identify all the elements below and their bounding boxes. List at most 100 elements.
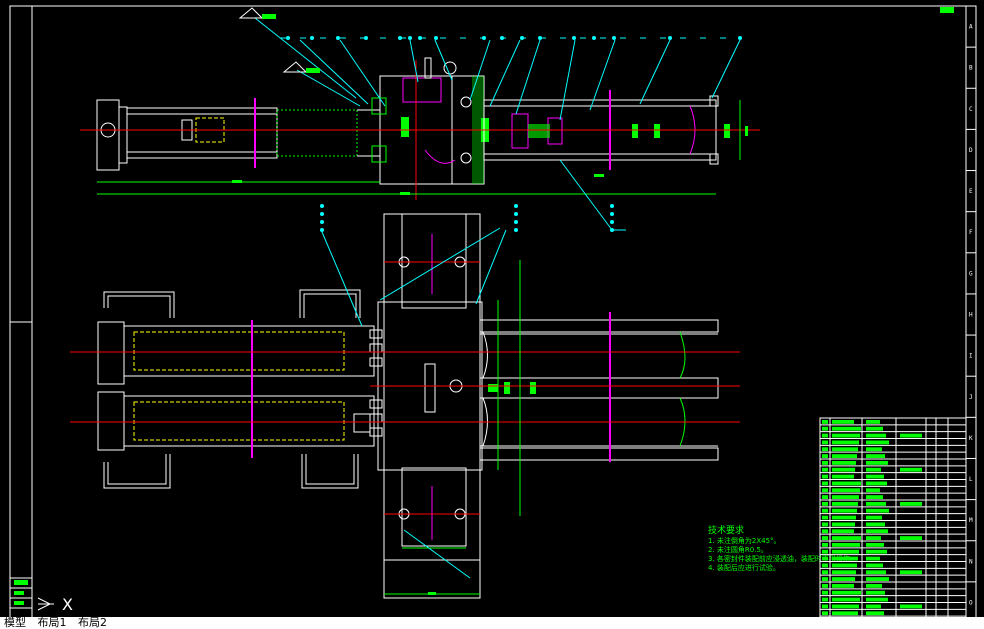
bom-entry-mark: [822, 522, 828, 527]
ruler-label: K: [969, 435, 973, 442]
bom-entry-mark: [866, 563, 883, 568]
tab-model[interactable]: 模型: [4, 617, 26, 629]
surface-finish-symbols: [238, 7, 320, 73]
top-view-leaders: [254, 17, 741, 231]
bom-entry-mark: [832, 488, 860, 493]
plan-view-balloons: [320, 204, 614, 232]
bom-entry-mark: [822, 556, 828, 561]
bom-entry-mark: [832, 426, 861, 431]
bom-entry-mark: [822, 549, 828, 554]
ruler-label: B: [969, 65, 973, 72]
bom-entry-mark: [822, 604, 828, 609]
tech-note-line: 3. 各密封件装配前应浸透油，装配时不得损伤。: [708, 554, 857, 563]
bom-entry-mark: [866, 474, 884, 479]
ucs-icon: X: [37, 595, 73, 614]
bom-entry-mark: [832, 584, 854, 588]
bom-entry-mark: [832, 597, 860, 602]
bom-entry-mark: [822, 515, 828, 520]
bom-entry-mark: [822, 461, 828, 465]
bom-entry-mark: [822, 577, 828, 581]
bom-entry-mark: [822, 590, 828, 595]
bom-entry-mark: [822, 454, 828, 458]
ruler-label: N: [969, 558, 973, 565]
bom-entry-mark: [832, 563, 857, 568]
bom-entry-mark: [832, 529, 854, 534]
bom-entry-mark: [822, 495, 828, 499]
ruler-label: C: [969, 106, 973, 113]
bom-entry-mark: [832, 549, 859, 554]
bom-entry-mark: [866, 611, 884, 616]
bom-entry-mark: [832, 467, 855, 472]
bom-entry-mark: [866, 502, 886, 506]
bom-entry-mark: [822, 508, 828, 513]
bom-entry-mark: [832, 440, 859, 445]
bom-entry-mark: [866, 481, 887, 486]
bom-entry-mark: [866, 495, 883, 499]
bom-entry-mark: [866, 570, 886, 575]
bom-entry-mark: [832, 502, 858, 506]
bom-entry-mark: [822, 563, 828, 568]
bom-entry-mark: [832, 556, 858, 561]
bom-entry-mark: [866, 597, 888, 602]
bom-entry-mark: [866, 543, 884, 547]
ruler-label: L: [969, 476, 973, 483]
bom-entry-mark: [866, 508, 889, 513]
bom-entry-mark: [866, 536, 881, 540]
bom-entry-mark: [832, 536, 861, 540]
bom-entry-mark: [866, 549, 887, 554]
bom-entry-mark: [866, 440, 889, 445]
ruler-label: M: [969, 517, 973, 524]
ruler-label: D: [969, 147, 973, 154]
bom-entry-mark: [900, 433, 922, 438]
tech-note-line: 2. 未注圆角R0.5。: [708, 545, 768, 554]
bom-entry-mark: [832, 611, 858, 616]
tech-note-line: 1. 未注倒角为2X45°。: [708, 536, 781, 545]
parts-list-table: [819, 417, 967, 624]
plan-view-assembly: [70, 213, 740, 599]
bom-entry-mark: [832, 461, 856, 465]
bom-entry-mark: [822, 467, 828, 472]
bom-entry-mark: [832, 522, 855, 527]
bom-entry-mark: [822, 570, 828, 575]
bom-entry-mark: [866, 522, 885, 527]
bom-entry-mark: [900, 604, 922, 609]
bom-entry-mark: [900, 467, 922, 472]
bom-entry-mark: [900, 536, 922, 540]
bom-entry-mark: [832, 454, 857, 458]
bom-entry-mark: [832, 508, 857, 513]
bom-entry-mark: [832, 543, 860, 547]
bom-entry-mark: [866, 515, 882, 520]
bom-entry-mark: [822, 440, 828, 445]
ucs-x-label: X: [62, 595, 73, 614]
bom-entry-mark: [832, 495, 859, 499]
bom-entry-mark: [822, 488, 828, 493]
bom-entry-mark: [866, 556, 880, 561]
bom-entry-mark: [866, 447, 882, 452]
bom-entry-mark: [822, 502, 828, 506]
bom-entry-mark: [832, 515, 856, 520]
tab-layout1[interactable]: 布局1: [37, 617, 67, 629]
bom-entry-mark: [832, 604, 859, 609]
bom-entry-mark: [832, 577, 855, 581]
ruler-label: G: [969, 270, 973, 277]
tech-note-line: 4. 装配后应进行试验。: [708, 563, 780, 572]
tab-layout2[interactable]: 布局2: [78, 617, 107, 629]
bom-entry-mark: [866, 420, 880, 424]
bom-entry-mark: [866, 529, 888, 534]
bom-entry-mark: [832, 420, 854, 424]
top-right-marker: [940, 7, 954, 13]
bom-entry-mark: [832, 570, 856, 575]
ruler-label: E: [969, 188, 973, 195]
top-view-assembly: [80, 57, 760, 200]
bom-entry-mark: [866, 467, 881, 472]
bom-entry-mark: [866, 590, 885, 595]
bom-entry-mark: [866, 604, 881, 609]
bom-entry-mark: [822, 536, 828, 540]
bom-entry-mark: [822, 447, 828, 452]
layout-tabs-bar: 模型 布局1 布局2: [0, 617, 984, 629]
bom-entry-mark: [832, 447, 858, 452]
bom-entry-mark: [832, 481, 861, 486]
bom-entry-mark: [900, 502, 922, 506]
